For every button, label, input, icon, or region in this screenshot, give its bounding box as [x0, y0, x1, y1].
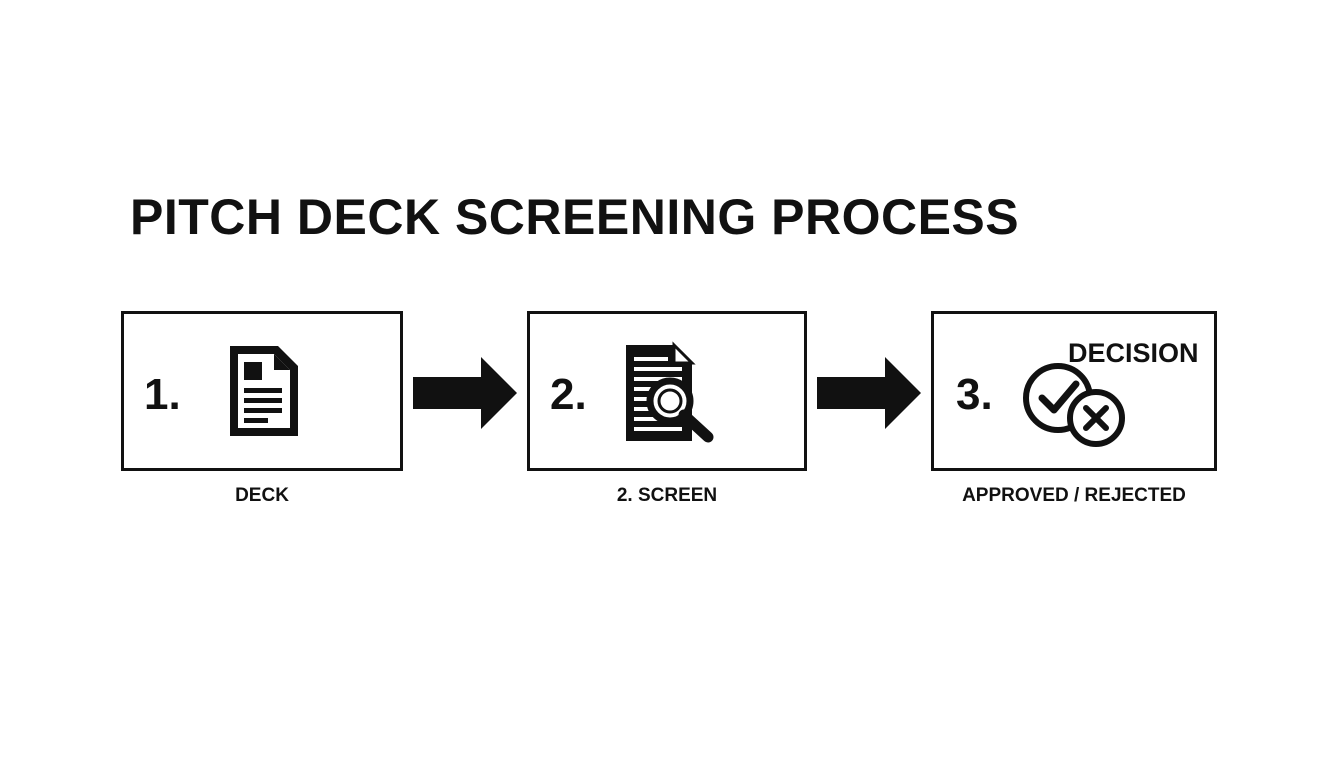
diagram-title: PITCH DECK SCREENING PROCESS	[130, 189, 1020, 245]
document-icon	[230, 346, 298, 436]
arrow-right-icon	[817, 357, 921, 429]
step-1-caption: DECK	[235, 485, 289, 506]
step-2-number: 2.	[550, 370, 587, 419]
arrow-right-icon	[413, 357, 517, 429]
document-search-icon	[626, 341, 714, 443]
step-1-number: 1.	[144, 370, 181, 419]
step-1-box: 1.	[121, 311, 403, 471]
step-3-box: 3. DECISION	[931, 311, 1217, 471]
decision-label: DECISION	[1068, 338, 1199, 368]
approve-reject-icon	[1023, 363, 1125, 447]
step-3-number: 3.	[956, 370, 993, 419]
step-2-caption: 2. SCREEN	[616, 485, 718, 506]
step-2-box: 2.	[527, 311, 807, 471]
step-3-caption: APPROVED / REJECTED	[962, 485, 1186, 506]
